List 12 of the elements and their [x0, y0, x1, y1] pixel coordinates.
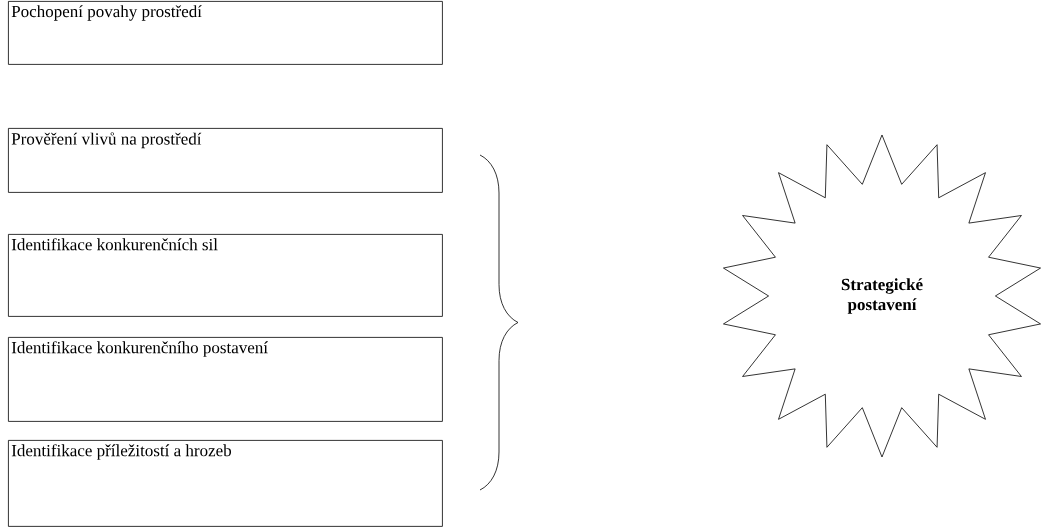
text-box	[8, 234, 443, 317]
box-text: Identifikace příležitostí a hrozeb	[11, 444, 232, 460]
box-text: Identifikace konkurenčního postavení	[11, 341, 268, 357]
box-text: Pochopení povahy prostředí	[11, 5, 202, 21]
text-box	[8, 440, 443, 527]
text-box	[8, 1, 443, 65]
box-text: Identifikace konkurenčních sil	[11, 238, 218, 251]
starburst	[723, 134, 1041, 458]
text-box	[8, 128, 443, 193]
star-text: Strategické postavení	[841, 278, 923, 314]
text-box	[8, 337, 443, 422]
box-text: Prověření vlivů na prostředí	[11, 132, 202, 149]
